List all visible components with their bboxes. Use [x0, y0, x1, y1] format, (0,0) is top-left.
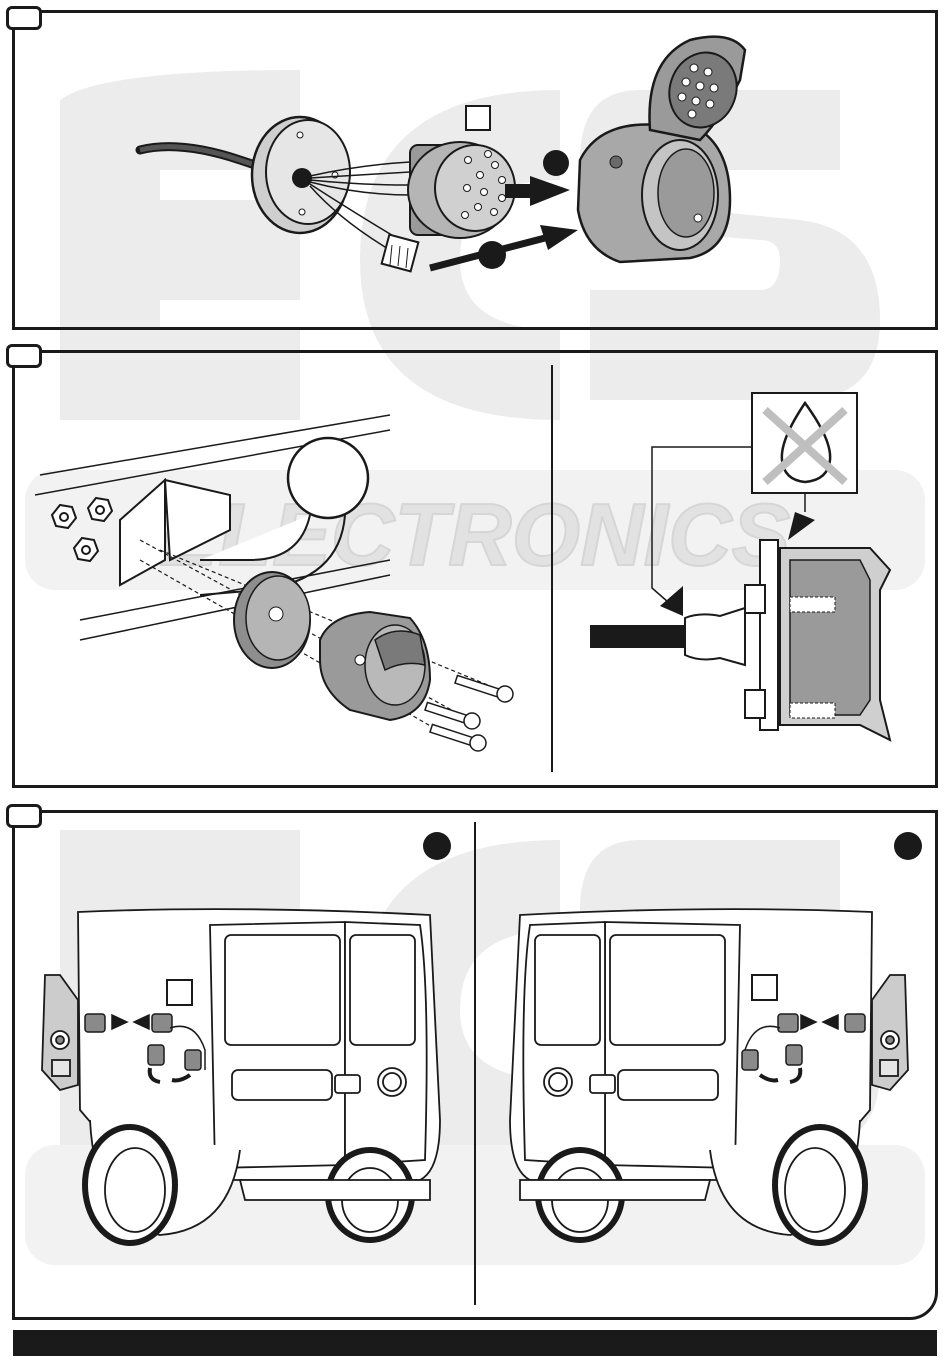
- tail-light-left: [42, 975, 78, 1090]
- label-box: [167, 980, 192, 1005]
- label-box: [752, 975, 777, 1000]
- step-marker-icon: [894, 832, 922, 860]
- step-marker-icon: [423, 832, 451, 860]
- tail-light-right: [872, 975, 908, 1090]
- rear-light-diagram: [0, 0, 950, 1330]
- van-right: [510, 909, 872, 1243]
- footer-bar: [13, 1330, 937, 1356]
- van-left: [78, 909, 440, 1243]
